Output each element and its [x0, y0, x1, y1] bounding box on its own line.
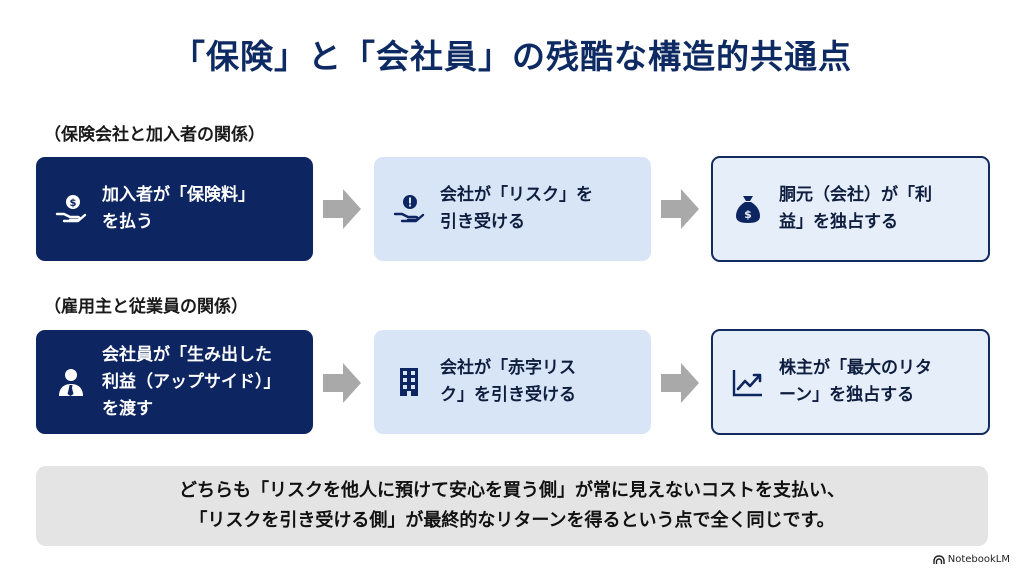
box-line: ーン」を独占する	[779, 385, 915, 405]
hand-alert-icon	[392, 192, 426, 226]
box-line: 会社が「赤字リス	[440, 358, 576, 378]
box-line: 引き受ける	[440, 212, 525, 232]
page-title: 「保険」と「会社員」の残酷な構造的共通点	[172, 37, 852, 76]
arrow-right-icon	[323, 363, 361, 403]
arrow-right-icon	[661, 189, 699, 229]
box-line: を渡す	[102, 398, 153, 419]
svg-text:$: $	[744, 208, 752, 221]
summary-line: どちらも「リスクを他人に預けて安心を買う側」が常に見えないコストを支払い、	[179, 480, 845, 501]
box-line: 加入者が「保険料」	[102, 185, 255, 205]
section-label-employment: （雇用主と従業員の関係）	[44, 297, 248, 317]
box-employee-gives-upside: 会社員が「生み出した 利益（アップサイド）」 を渡す	[36, 330, 313, 434]
box-line: 利益（アップサイド）」	[102, 371, 281, 392]
money-bag-icon: $	[731, 192, 765, 226]
employee-icon	[54, 365, 88, 399]
hand-coin-icon: $	[54, 192, 88, 226]
section-label-insurance: （保険会社と加入者の関係）	[44, 125, 265, 145]
badge-text: NotebookLM	[947, 554, 1010, 565]
box-shareholder-monopolizes-return: 株主が「最大のリタ ーン」を独占する	[711, 329, 990, 435]
box-line: 会社員が「生み出した	[102, 344, 272, 365]
box-line: 株主が「最大のリタ	[779, 358, 932, 378]
box-house-monopolizes-profit: $ 胴元（会社）が「利 益」を独占する	[711, 156, 990, 262]
box-line: 胴元（会社）が「利	[779, 185, 932, 205]
box-line: 益」を独占する	[779, 212, 898, 232]
notebooklm-logo-icon	[933, 554, 945, 564]
box-line: ク」を引き受ける	[440, 385, 576, 405]
trend-chart-icon	[731, 365, 765, 399]
svg-text:$: $	[70, 198, 77, 209]
box-line: を払う	[102, 212, 153, 232]
box-line: 会社が「リスク」を	[440, 185, 593, 205]
building-icon	[392, 365, 426, 399]
box-insured-pays-premium: $ 加入者が「保険料」 を払う	[36, 157, 313, 261]
notebooklm-badge: NotebookLM	[933, 554, 1010, 565]
arrow-right-icon	[661, 363, 699, 403]
summary-line: 「リスクを引き受ける側」が最終的なリターンを得るという点で全く同じです。	[189, 510, 835, 531]
box-company-takes-risk: 会社が「リスク」を 引き受ける	[374, 157, 651, 261]
box-company-takes-deficit-risk: 会社が「赤字リス ク」を引き受ける	[374, 330, 651, 434]
summary-box: どちらも「リスクを他人に預けて安心を買う側」が常に見えないコストを支払い、 「リ…	[36, 466, 988, 546]
arrow-right-icon	[323, 189, 361, 229]
